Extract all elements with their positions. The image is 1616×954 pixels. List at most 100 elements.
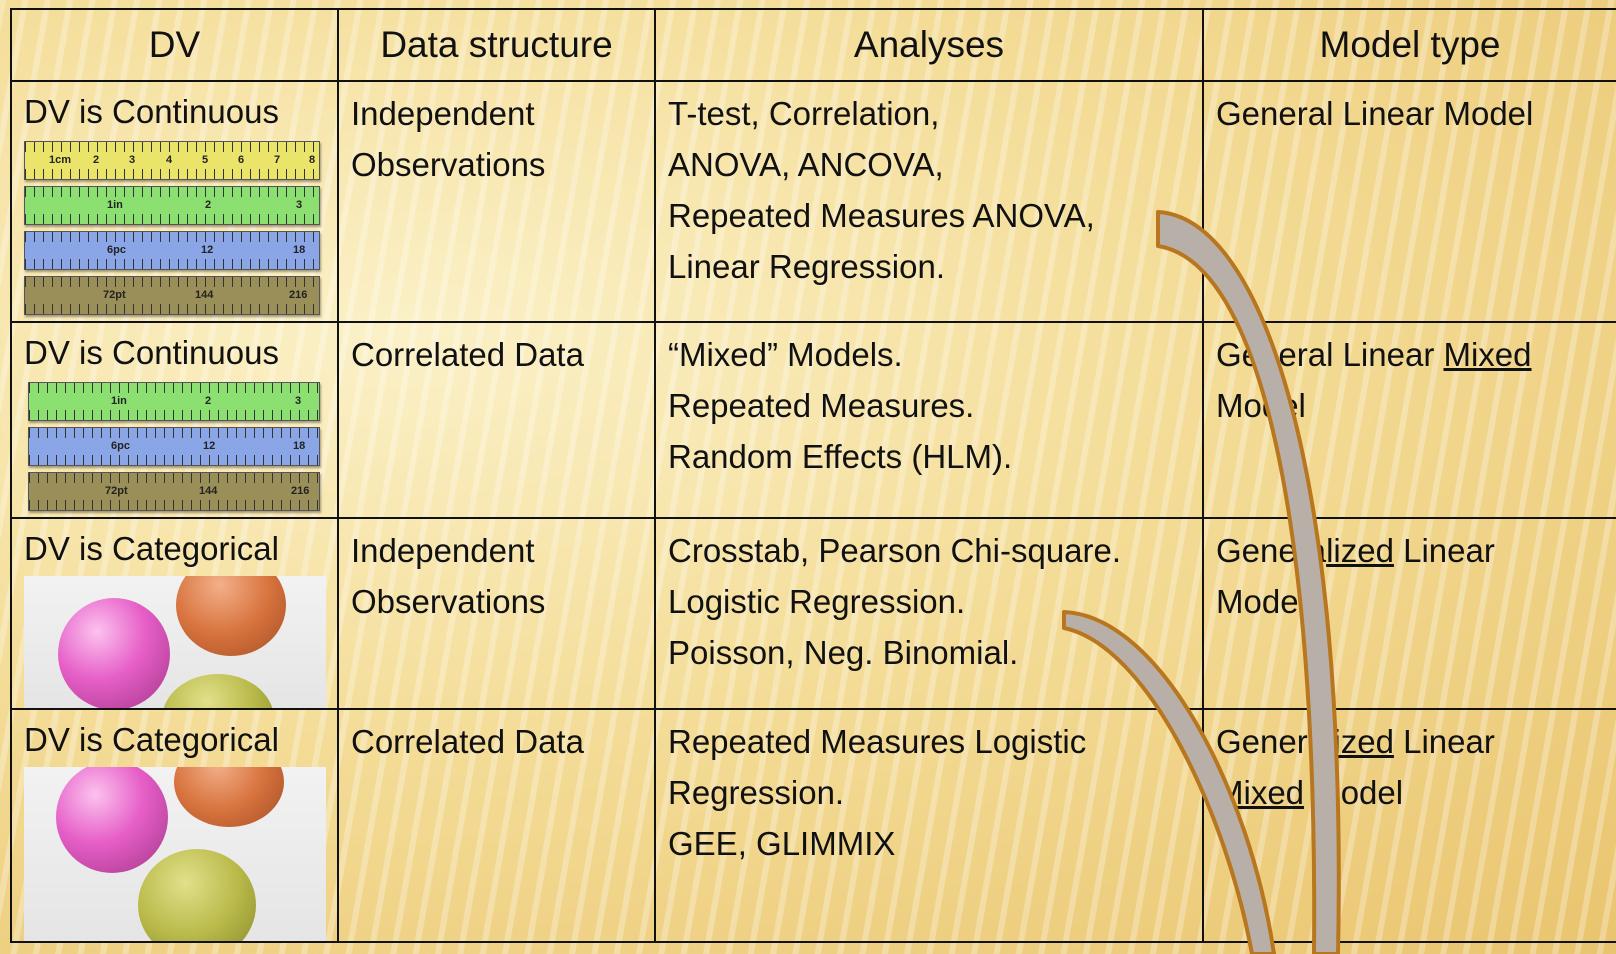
structure-cell: Correlated Data bbox=[337, 321, 656, 519]
ruler-label: 8 bbox=[309, 154, 316, 166]
model-text-part: Linear bbox=[1393, 532, 1495, 569]
ruler-cm: 1cm 2 3 4 5 6 7 8 bbox=[24, 141, 320, 180]
ruler-label: 216 bbox=[289, 289, 308, 301]
analysis-line: Logistic Regression. bbox=[668, 583, 966, 620]
header-model-type: Model type bbox=[1202, 8, 1616, 82]
ruler-label: 5 bbox=[202, 154, 209, 166]
ruler-label: 12 bbox=[201, 244, 214, 256]
ruler-label: 2 bbox=[93, 154, 100, 166]
pink-ball bbox=[58, 598, 170, 708]
dv-label: DV is Continuous bbox=[24, 334, 279, 371]
ruler-label: 72pt bbox=[105, 485, 128, 497]
analysis-line: Repeated Measures Logistic bbox=[668, 723, 1087, 760]
dv-cell: DV is Categorical bbox=[10, 517, 339, 710]
golf-balls-image bbox=[24, 767, 326, 941]
structure-cell: Independent Observations bbox=[337, 517, 656, 710]
analyses-cell: Repeated Measures Logistic Regression. G… bbox=[654, 708, 1204, 943]
ruler-label: 7 bbox=[274, 154, 281, 166]
ruler-label: 12 bbox=[203, 440, 216, 452]
ruler-label: 18 bbox=[293, 244, 306, 256]
analysis-line: Poisson, Neg. Binomial. bbox=[668, 634, 1019, 671]
ruler-point: 72pt 144 216 bbox=[24, 276, 320, 315]
model-text-part: Genera bbox=[1216, 723, 1327, 760]
analysis-line: ANOVA, ANCOVA, bbox=[668, 146, 944, 183]
model-text: General Linear Mixed bbox=[1216, 329, 1604, 380]
ruler-label: 1in bbox=[111, 395, 127, 407]
model-text-emphasis: Mixed bbox=[1443, 336, 1532, 373]
model-text: General Linear Model bbox=[1216, 95, 1534, 132]
analyses-cell: T-test, Correlation, ANOVA, ANCOVA, Repe… bbox=[654, 80, 1204, 323]
table-row: DV is Continuous 1cm 2 3 4 5 6 7 bbox=[10, 80, 1616, 323]
header-data-structure: Data structure bbox=[337, 8, 656, 82]
model-text: Generalized Linear bbox=[1216, 525, 1604, 576]
model-text-part: Genera bbox=[1216, 532, 1327, 569]
ruler-label: 6pc bbox=[107, 244, 126, 256]
header-dv: DV bbox=[10, 8, 339, 82]
structure-cell: Correlated Data bbox=[337, 708, 656, 943]
model-text-emphasis: Mixed bbox=[1216, 774, 1305, 811]
header-analyses: Analyses bbox=[654, 8, 1204, 82]
model-text: Generalized Linear bbox=[1216, 716, 1604, 767]
ruler-label: 2 bbox=[205, 199, 212, 211]
analysis-line: Crosstab, Pearson Chi-square. bbox=[668, 532, 1122, 569]
ruler-label: 3 bbox=[295, 395, 302, 407]
header-row: DV Data structure Analyses Model type bbox=[10, 8, 1616, 82]
dv-label: DV is Categorical bbox=[24, 530, 279, 567]
analysis-line: T-test, Correlation, bbox=[668, 95, 940, 132]
analysis-line: “Mixed” Models. bbox=[668, 336, 903, 373]
ruler-image: 1in 2 3 6pc 12 18 bbox=[28, 382, 320, 511]
ruler-label: 216 bbox=[291, 485, 310, 497]
dv-cell: DV is Continuous 1cm 2 3 4 5 6 7 bbox=[10, 80, 339, 323]
ruler-label: 6pc bbox=[111, 440, 130, 452]
model-text: Model bbox=[1216, 387, 1306, 424]
table-row: DV is Categorical Independent Observatio… bbox=[10, 517, 1616, 710]
pink-ball bbox=[56, 767, 168, 873]
green-ball bbox=[162, 674, 274, 708]
ruler-label: 1in bbox=[107, 199, 123, 211]
golf-balls-image bbox=[24, 576, 326, 708]
dv-cell: DV is Continuous 1in 2 3 6pc bbox=[10, 321, 339, 519]
analysis-line: Linear Regression. bbox=[668, 248, 945, 285]
ruler-pica: 6pc 12 18 bbox=[24, 231, 320, 270]
model-cell: Generalized Linear Mixed Model bbox=[1202, 708, 1616, 943]
comparison-table-wrapper: DV Data structure Analyses Model type DV… bbox=[10, 8, 1616, 954]
ruler-label: 6 bbox=[238, 154, 245, 166]
analysis-line: GEE, GLIMMIX bbox=[668, 825, 896, 862]
ruler-label: 1cm bbox=[49, 154, 72, 166]
analysis-line: Repeated Measures. bbox=[668, 387, 975, 424]
table-row: DV is Categorical Correlated Data bbox=[10, 708, 1616, 943]
ruler-inch: 1in 2 3 bbox=[24, 186, 320, 225]
ruler-point: 72pt 144 216 bbox=[28, 472, 320, 511]
model-cell: General Linear Mixed Model bbox=[1202, 321, 1616, 519]
ruler-label: 144 bbox=[195, 289, 214, 301]
model-text-emphasis: lized bbox=[1326, 532, 1394, 569]
model-cell: Generalized Linear Model bbox=[1202, 517, 1616, 710]
structure-text: Correlated Data bbox=[351, 723, 584, 760]
analysis-line: Random Effects (HLM). bbox=[668, 438, 1013, 475]
ruler-label: 144 bbox=[199, 485, 218, 497]
model-text-part: Model bbox=[1304, 774, 1404, 811]
analyses-cell: Crosstab, Pearson Chi-square. Logistic R… bbox=[654, 517, 1204, 710]
structure-text: Observations bbox=[351, 146, 546, 183]
structure-text: Independent bbox=[351, 95, 535, 132]
ruler-label: 3 bbox=[296, 199, 303, 211]
ruler-label: 2 bbox=[205, 395, 212, 407]
dv-cell: DV is Categorical bbox=[10, 708, 339, 943]
ruler-pica: 6pc 12 18 bbox=[28, 427, 320, 466]
structure-text: Observations bbox=[351, 583, 546, 620]
model-text: Model bbox=[1216, 583, 1306, 620]
model-text-emphasis: lized bbox=[1326, 723, 1394, 760]
structure-cell: Independent Observations bbox=[337, 80, 656, 323]
ruler-inch: 1in 2 3 bbox=[28, 382, 320, 421]
ruler-label: 3 bbox=[129, 154, 136, 166]
ruler-image: 1cm 2 3 4 5 6 7 8 1in bbox=[24, 141, 320, 315]
model-text-part: Linear bbox=[1393, 723, 1495, 760]
ruler-label: 72pt bbox=[103, 289, 126, 301]
structure-text: Independent bbox=[351, 532, 535, 569]
model-cell: General Linear Model bbox=[1202, 80, 1616, 323]
model-text: Mixed Model bbox=[1216, 767, 1604, 818]
table-row: DV is Continuous 1in 2 3 6pc bbox=[10, 321, 1616, 519]
orange-ball bbox=[176, 576, 286, 656]
analyses-cell: “Mixed” Models. Repeated Measures. Rando… bbox=[654, 321, 1204, 519]
dv-label: DV is Continuous bbox=[24, 93, 279, 130]
